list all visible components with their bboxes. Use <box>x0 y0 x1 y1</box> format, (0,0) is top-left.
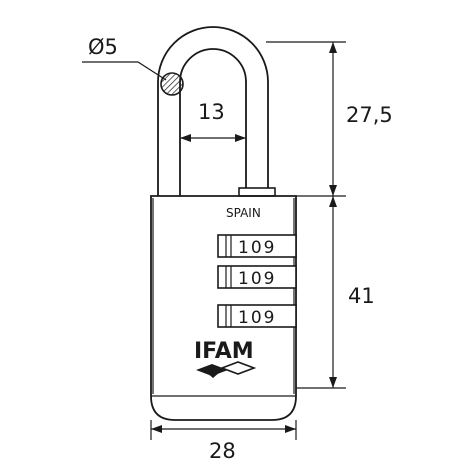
opening-dimension: 13 <box>180 100 246 142</box>
shackle-collar <box>238 187 276 197</box>
dial-row-3: 109 <box>217 304 297 328</box>
brand-emblem-icon <box>196 361 257 378</box>
dial-row-1: 109 <box>217 234 297 258</box>
opening-label: 13 <box>198 100 225 124</box>
dial-value: 109 <box>238 308 276 328</box>
body-height-label: 41 <box>348 284 375 308</box>
diameter-label: Ø5 <box>88 35 118 59</box>
brand-logo: IFAM <box>194 339 257 378</box>
body-height-dimension: 41 <box>296 196 375 389</box>
dial-value: 109 <box>238 238 276 258</box>
origin-text: SPAIN <box>226 206 261 220</box>
body-width-label: 28 <box>209 439 236 463</box>
lock-body <box>150 195 297 421</box>
shackle <box>157 26 269 196</box>
dial-value: 109 <box>238 269 276 289</box>
brand-wordmark: IFAM <box>194 339 254 364</box>
shackle-height-label: 27,5 <box>346 103 393 127</box>
shackle-cross-section <box>160 72 184 96</box>
diameter-dimension: Ø5 <box>82 35 167 81</box>
shackle-height-dimension: 27,5 <box>266 41 393 197</box>
body-width-dimension: 28 <box>150 420 297 463</box>
dial-row-2: 109 <box>217 265 297 289</box>
